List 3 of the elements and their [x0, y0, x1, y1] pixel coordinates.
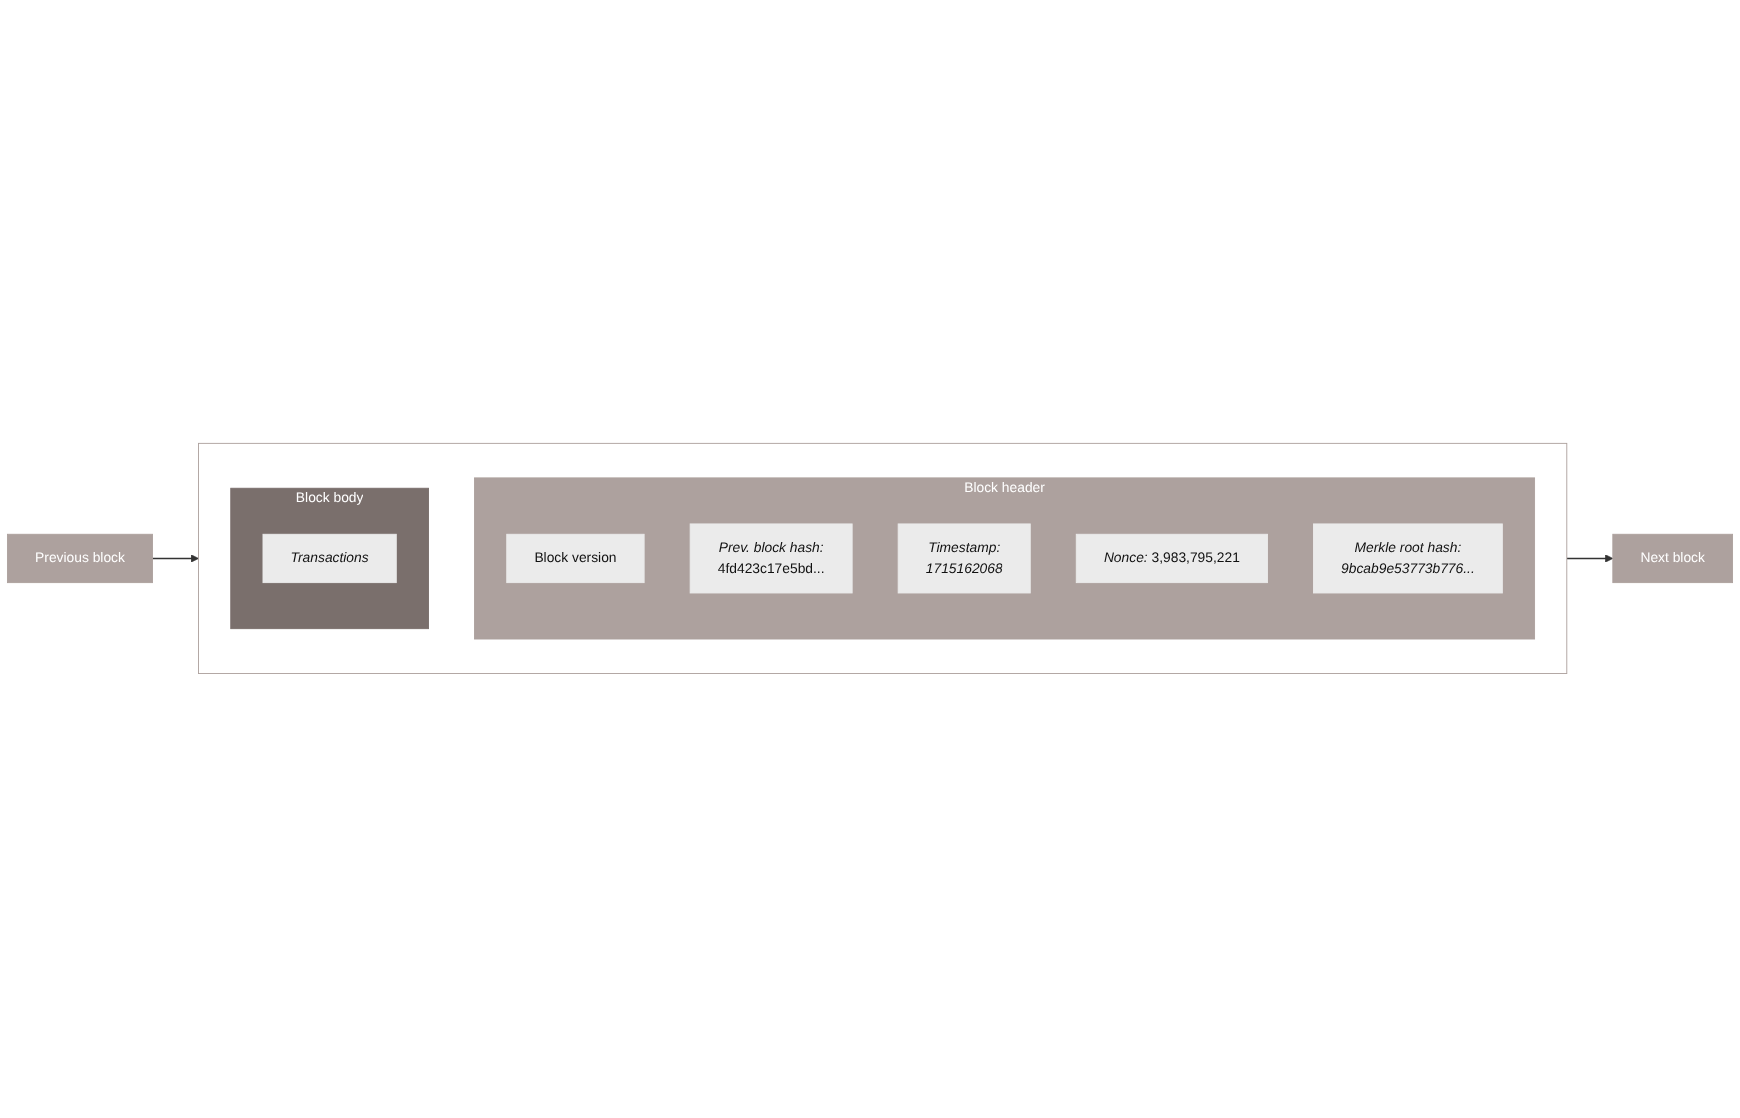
arrow [151, 554, 199, 564]
arrow [1566, 554, 1614, 564]
cluster [198, 443, 1568, 675]
